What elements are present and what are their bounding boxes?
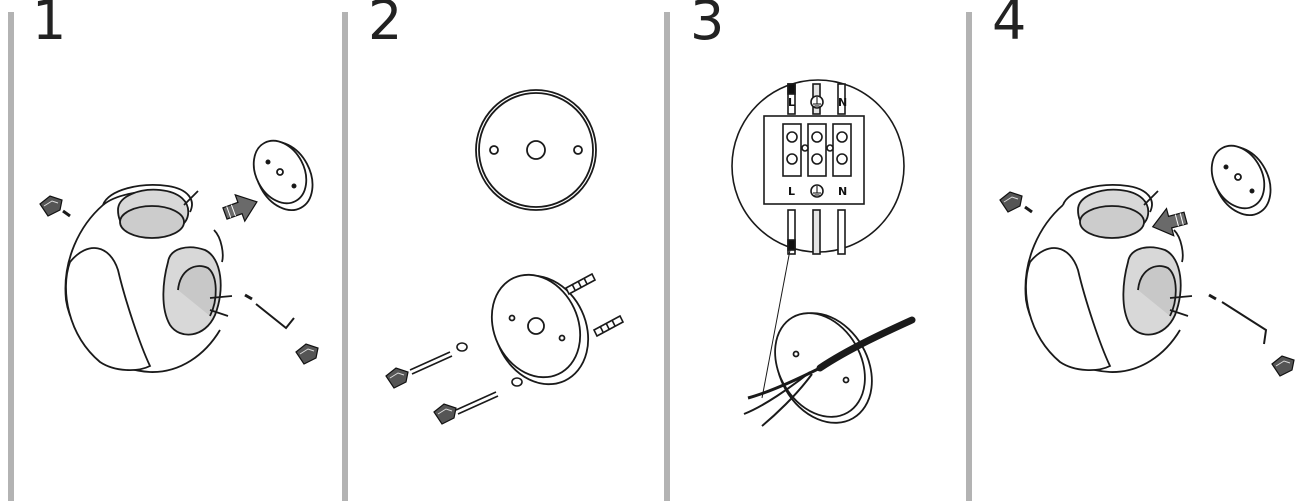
panel-2-bolt-lower bbox=[433, 403, 457, 425]
terminal-label-top-n: N bbox=[838, 96, 847, 109]
panel-2-plate-front bbox=[475, 89, 597, 211]
terminal-label-top-l: L bbox=[788, 96, 795, 109]
panel-2-bolt-upper bbox=[385, 367, 409, 389]
panel-1-arrow-icon bbox=[219, 188, 263, 228]
step-number-1: 1 bbox=[32, 0, 67, 52]
panel-1-lamp bbox=[62, 184, 295, 373]
panel-4-bolt-right bbox=[1271, 355, 1295, 377]
step-number-3: 3 bbox=[690, 0, 725, 52]
step-number-4: 4 bbox=[992, 0, 1027, 52]
panel-2-screws bbox=[409, 342, 523, 415]
panel-4-bolt-left bbox=[999, 191, 1023, 213]
divider-2 bbox=[342, 12, 348, 501]
divider-4 bbox=[966, 12, 972, 501]
terminal-label-bottom-n: N bbox=[838, 185, 847, 198]
step-number-2: 2 bbox=[368, 0, 403, 52]
panel-1-bolt-right bbox=[295, 343, 319, 365]
panel-2-wall-plugs bbox=[564, 272, 625, 338]
terminal-label-bottom-l: L bbox=[788, 185, 795, 198]
panel-3-terminal-callout bbox=[731, 79, 905, 255]
divider-1 bbox=[8, 12, 14, 501]
panel-3-earth-icons bbox=[813, 97, 821, 196]
panel-1-mounting-plate bbox=[252, 139, 314, 211]
panel-4-lamp bbox=[1024, 184, 1268, 373]
panel-3-plate-with-cable bbox=[743, 249, 916, 427]
panel-2-plate-side bbox=[490, 273, 590, 386]
panel-1-bolt-left bbox=[39, 195, 63, 217]
panel-4-mounting-plate bbox=[1210, 144, 1272, 216]
panel-4-arrow-icon bbox=[1148, 203, 1190, 241]
divider-3 bbox=[664, 12, 670, 501]
